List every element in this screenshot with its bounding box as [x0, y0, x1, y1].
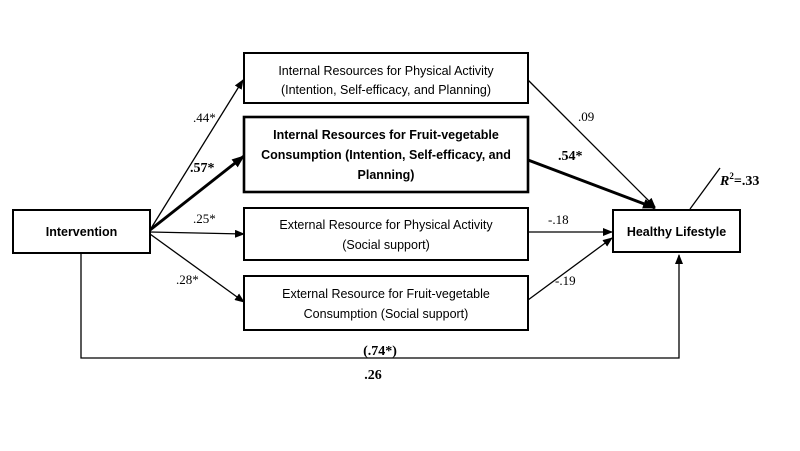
- coef-external-fv-outcome: -.19: [555, 273, 576, 288]
- arrow-internal-fv-to-outcome: [527, 158, 656, 210]
- internal-fv-line1: Internal Resources for Fruit-vegetable: [273, 128, 499, 142]
- arrow-intervention-to-internal-pa: [149, 79, 244, 231]
- node-external-fv: [243, 275, 529, 331]
- internal-fv-line3: Planning): [358, 168, 415, 182]
- node-internal-fv: [242, 115, 530, 194]
- arrow-internal-pa-to-outcome: [527, 79, 656, 208]
- coef-internal-fv-outcome: .54*: [558, 149, 583, 164]
- r-squared-r: R: [719, 174, 729, 189]
- intervention-label: Intervention: [46, 225, 118, 239]
- external-pa-line2: (Social support): [342, 238, 430, 252]
- coef-int-internal-fv: .57*: [190, 161, 215, 176]
- arrow-direct-path: [80, 253, 683, 359]
- internal-pa-line2: (Intention, Self-efficacy, and Planning): [281, 83, 491, 97]
- coef-int-external-fv: .28*: [176, 272, 199, 287]
- r-squared-sup: 2: [729, 171, 734, 181]
- internal-fv-line2: Consumption (Intention, Self-efficacy, a…: [261, 148, 511, 162]
- coef-internal-pa-outcome: .09: [578, 109, 594, 124]
- internal-pa-line1: Internal Resources for Physical Activity: [278, 64, 494, 78]
- r-squared-value: =.33: [734, 174, 759, 189]
- coef-direct: .26: [364, 368, 382, 383]
- arrow-intervention-to-external-pa: [149, 229, 245, 238]
- coef-int-external-pa: .25*: [193, 211, 216, 226]
- r-squared-label: R2=.33: [719, 171, 759, 189]
- node-intervention: [12, 209, 151, 254]
- arrow-intervention-to-internal-fv: [149, 154, 245, 232]
- arrow-external-fv-to-outcome: [527, 237, 613, 301]
- external-pa-line1: External Resource for Physical Activity: [279, 218, 493, 232]
- external-fv-line2: Consumption (Social support): [304, 307, 469, 321]
- healthy-lifestyle-label: Healthy Lifestyle: [627, 225, 726, 239]
- node-external-pa: [243, 207, 529, 261]
- external-fv-line1: External Resource for Fruit-vegetable: [282, 287, 490, 301]
- coef-direct-total: (.74*): [363, 344, 397, 359]
- coef-external-pa-outcome: -.18: [548, 212, 569, 227]
- node-healthy-lifestyle: [612, 209, 741, 253]
- r-squared-line: [689, 167, 721, 210]
- node-internal-pa: [243, 52, 529, 104]
- coef-int-internal-pa: .44*: [193, 110, 216, 125]
- arrow-intervention-to-external-fv: [149, 233, 245, 303]
